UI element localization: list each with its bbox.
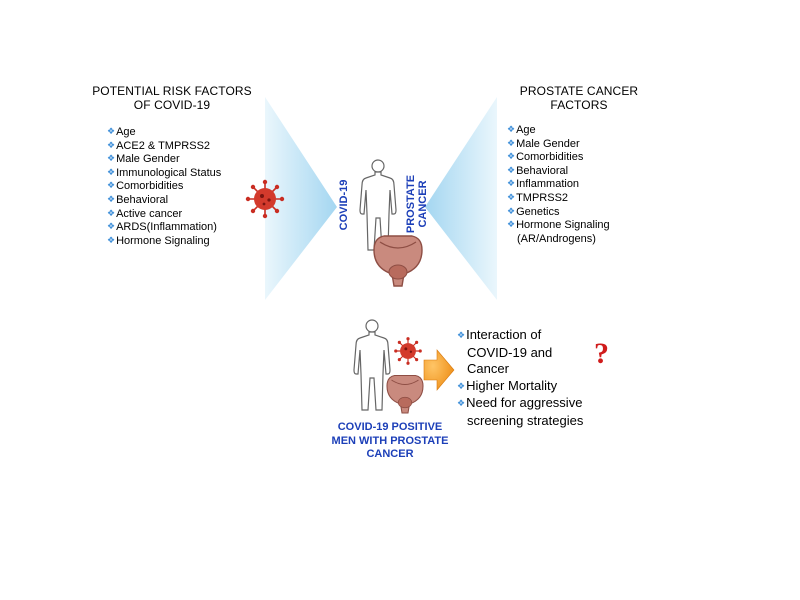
- list-item-label: Age: [516, 124, 536, 136]
- prostate-label-line1: PROSTATE: [405, 174, 417, 234]
- list-item-label: Behavioral: [516, 164, 569, 177]
- list-item-label: ACE2 & TMPRSS2: [116, 139, 211, 152]
- list-item-label: ARDS(Inflammation): [116, 221, 217, 234]
- list-item: Cancer: [457, 361, 583, 378]
- caption-line2: MEN WITH PROSTATE: [331, 434, 449, 447]
- virus-icon: [394, 337, 422, 365]
- bullet-diamond-icon: ❖: [507, 205, 516, 216]
- covid-heading-line2: OF COVID-19: [133, 98, 211, 112]
- bullet-diamond-icon: ❖: [107, 180, 116, 191]
- list-item: screening strategies: [457, 413, 583, 430]
- question-mark: ?: [594, 337, 609, 370]
- list-item: ❖Behavioral: [107, 194, 221, 208]
- list-item-label: Higher Mortality: [466, 377, 558, 393]
- bullet-diamond-icon: ❖: [507, 137, 516, 148]
- list-item: ❖Male Gender: [107, 153, 221, 167]
- list-item: ❖Age: [107, 126, 221, 140]
- list-item: ❖TMPRSS2: [507, 192, 610, 206]
- prostate-heading-line1: PROSTATE CANCER: [519, 84, 639, 98]
- bullet-diamond-icon: ❖: [107, 221, 116, 232]
- list-item: ❖Comorbidities: [507, 151, 610, 165]
- bullet-diamond-icon: ❖: [107, 153, 116, 164]
- list-item-label: Interaction of: [466, 327, 542, 342]
- list-item-label: Need for aggressive: [466, 395, 583, 410]
- bottom-caption: COVID-19 POSITIVE MEN WITH PROSTATE CANC…: [322, 421, 458, 462]
- arrow-right-icon: [423, 349, 455, 391]
- prostate-factors-heading: PROSTATE CANCER FACTORS: [494, 84, 664, 112]
- prostate-factor-list: ❖Age❖Male Gender❖Comorbidities❖Behaviora…: [507, 124, 610, 246]
- list-item: ❖Inflammation: [507, 178, 610, 192]
- list-item-label: Male Gender: [516, 137, 580, 150]
- list-item: ❖ACE2 & TMPRSS2: [107, 140, 221, 154]
- list-item: ❖Comorbidities: [107, 180, 221, 194]
- bullet-diamond-icon: ❖: [507, 151, 516, 162]
- list-item-label: Hormone Signaling: [116, 234, 210, 247]
- bullet-diamond-icon: ❖: [507, 124, 516, 134]
- right-beam: [425, 97, 497, 300]
- list-item-label: COVID-19 and: [467, 344, 553, 360]
- list-item-label: Genetics: [516, 205, 560, 218]
- caption-line1: COVID-19 POSITIVE: [337, 421, 443, 433]
- list-item: (AR/Androgens): [507, 233, 610, 247]
- list-item-label: TMPRSS2: [516, 191, 569, 204]
- list-item-label: Age: [116, 126, 136, 138]
- prostate-icon: [373, 235, 423, 287]
- list-item: ❖Interaction of: [457, 327, 583, 345]
- list-item-label: Cancer: [467, 361, 509, 376]
- list-item-label: Immunological Status: [116, 166, 222, 179]
- list-item: ❖Hormone Signaling: [507, 219, 610, 233]
- list-item-label: Active cancer: [116, 207, 183, 220]
- bullet-diamond-icon: ❖: [107, 126, 116, 136]
- prostate-vertical-label: PROSTATE CANCER: [405, 169, 429, 239]
- bullet-diamond-icon: ❖: [107, 166, 116, 177]
- list-item: ❖Age: [507, 124, 610, 138]
- bullet-diamond-icon: ❖: [507, 191, 516, 202]
- list-item-label: Behavioral: [116, 193, 169, 206]
- list-item-label: (AR/Androgens): [517, 232, 596, 245]
- virus-icon: [245, 179, 285, 219]
- prostate-label-line2: CANCER: [417, 180, 429, 228]
- human-figure-icon: [359, 159, 397, 251]
- bullet-diamond-icon: ❖: [457, 380, 466, 391]
- list-item-label: screening strategies: [467, 412, 584, 428]
- covid-risk-heading: POTENTIAL RISK FACTORS OF COVID-19: [72, 84, 272, 112]
- human-figure-icon: [353, 319, 391, 411]
- covid-heading-line1: POTENTIAL RISK FACTORS: [92, 84, 252, 98]
- list-item-label: Comorbidities: [116, 180, 184, 193]
- list-item-label: Male Gender: [116, 153, 180, 166]
- bullet-diamond-icon: ❖: [457, 398, 466, 408]
- bullet-diamond-icon: ❖: [507, 164, 516, 175]
- bullet-diamond-icon: ❖: [107, 207, 116, 218]
- bullet-diamond-icon: ❖: [107, 234, 116, 245]
- bullet-diamond-icon: ❖: [107, 139, 116, 150]
- prostate-heading-line2: FACTORS: [550, 98, 608, 112]
- list-item: ❖Behavioral: [507, 165, 610, 179]
- list-item: ❖Male Gender: [507, 138, 610, 152]
- bullet-diamond-icon: ❖: [507, 219, 516, 230]
- list-item-label: Hormone Signaling: [516, 219, 610, 232]
- list-item: COVID-19 and: [457, 345, 583, 362]
- bullet-diamond-icon: ❖: [107, 193, 116, 204]
- left-beam: [265, 97, 337, 300]
- caption-line3: CANCER: [366, 448, 414, 460]
- list-item: ❖ARDS(Inflammation): [107, 221, 221, 235]
- covid-factor-list: ❖Age❖ACE2 & TMPRSS2❖Male Gender❖Immunolo…: [107, 126, 221, 248]
- bullet-diamond-icon: ❖: [457, 330, 466, 340]
- prostate-icon: [386, 374, 424, 414]
- covid-vertical-label: COVID-19: [338, 179, 350, 231]
- bullet-diamond-icon: ❖: [507, 178, 516, 189]
- list-item: ❖Higher Mortality: [457, 378, 583, 396]
- list-item: ❖Genetics: [507, 206, 610, 220]
- list-item: ❖Hormone Signaling: [107, 235, 221, 249]
- list-item: ❖Immunological Status: [107, 167, 221, 181]
- list-item-label: Inflammation: [516, 178, 580, 191]
- list-item: ❖Need for aggressive: [457, 395, 583, 413]
- list-item: ❖Active cancer: [107, 208, 221, 222]
- list-item-label: Comorbidities: [516, 151, 584, 164]
